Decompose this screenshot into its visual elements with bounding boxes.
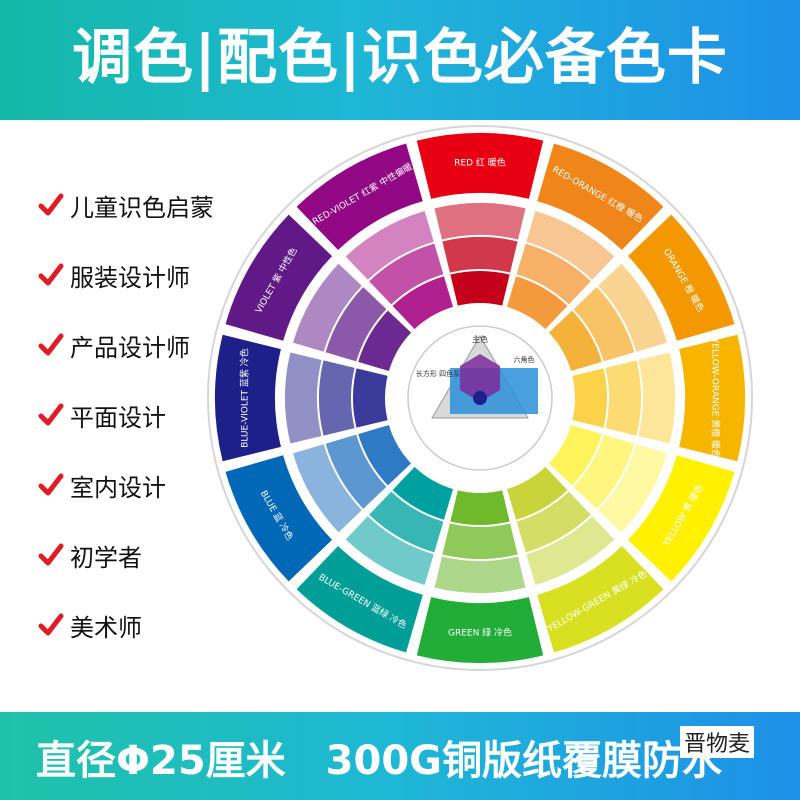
outer-segment (416, 133, 544, 199)
feature-label: 儿童识色启蒙 (70, 193, 214, 222)
inner-segment (605, 360, 641, 436)
inner-segment (526, 516, 615, 585)
inner-segment (358, 310, 412, 372)
footer-banner: 直径Φ25厘米 300G铜版纸覆膜防水 (0, 712, 800, 800)
outer-segment (225, 455, 333, 582)
inner-segment (450, 490, 510, 525)
watermark: 晋物麦 (680, 726, 755, 758)
check-icon (38, 473, 64, 496)
hexad-hexagon (460, 354, 500, 402)
center-rect-label: 长方形 四色系 (416, 369, 460, 378)
inner-segment (358, 424, 412, 486)
feature-item: 美术师 (38, 590, 268, 660)
inner-segment (285, 352, 322, 444)
feature-label: 初学者 (70, 543, 142, 572)
inner-segment (442, 523, 518, 559)
outer-segment-label: BLUE-VIOLET 蓝紫 冷色 (239, 348, 251, 448)
check-icon (38, 193, 64, 216)
center-hex-label: 六角色 (514, 355, 535, 364)
inner-segment (434, 556, 526, 593)
feature-label: 室内设计 (70, 473, 166, 502)
center-primary-label: 主色 (472, 334, 488, 344)
check-icon (38, 333, 64, 356)
inner-ring (285, 203, 675, 593)
feature-label: 美术师 (70, 613, 142, 642)
inner-segment (548, 424, 602, 486)
feature-label: 平面设计 (70, 403, 166, 432)
inner-segment (325, 434, 387, 509)
outer-segment-label: RED 红 暖色 (454, 157, 506, 169)
inner-segment (598, 263, 667, 352)
feature-item: 室内设计 (38, 450, 268, 520)
inner-segment (434, 203, 526, 240)
inner-segment (293, 263, 362, 352)
outer-segment (225, 214, 333, 341)
inner-segment (345, 516, 434, 585)
inner-segment (638, 352, 675, 444)
inner-segment (572, 368, 607, 428)
page-title: 调色|配色|识色必备色卡 (72, 23, 728, 93)
feature-label: 产品设计师 (70, 333, 190, 362)
inner-segment (369, 243, 444, 305)
footer-diameter: 直径Φ25厘米 (36, 738, 286, 784)
feature-item: 儿童识色启蒙 (38, 170, 268, 240)
inner-segment (506, 276, 568, 330)
outer-segment (537, 143, 664, 251)
outer-segment-label: GREEN 绿 冷色 (448, 627, 512, 639)
footer-spec: 300G铜版纸覆膜防水 (325, 738, 722, 784)
inner-segment (516, 491, 591, 553)
inner-segment (526, 211, 615, 280)
inner-segment (369, 491, 444, 553)
feature-item: 产品设计师 (38, 310, 268, 380)
inner-segment (353, 368, 388, 428)
outer-segment-label: YELLOW-ORANGE 黄橙 暖色 (710, 337, 722, 458)
outer-segment (296, 545, 423, 653)
inner-segment (293, 444, 362, 533)
feature-item: 服装设计师 (38, 240, 268, 310)
outer-segment (627, 455, 735, 582)
feature-list: 儿童识色启蒙 服装设计师 产品设计师 平面设计 室内设计 初学者 美术师 (38, 170, 268, 660)
inner-segment (345, 211, 434, 280)
inner-segment (516, 243, 591, 305)
outer-segment (679, 334, 745, 462)
check-icon (38, 403, 64, 426)
outer-segment (296, 143, 423, 251)
inner-segment (392, 466, 454, 520)
check-icon (38, 613, 64, 636)
center-pin (473, 391, 487, 405)
outer-segment (416, 597, 544, 663)
inner-segment (325, 287, 387, 362)
check-icon (38, 263, 64, 286)
outer-segment (215, 334, 281, 462)
outer-segment (627, 214, 735, 341)
inner-segment (319, 360, 355, 436)
inner-segment (573, 287, 635, 362)
check-icon (38, 543, 64, 566)
footer-text: 直径Φ25厘米 300G铜版纸覆膜防水 (36, 728, 722, 786)
inner-segment (598, 444, 667, 533)
inner-segment (548, 310, 602, 372)
inner-segment (573, 434, 635, 509)
inner-segment (506, 466, 568, 520)
inner-segment (442, 237, 518, 273)
outer-segment (537, 545, 664, 653)
feature-item: 初学者 (38, 520, 268, 590)
feature-item: 平面设计 (38, 380, 268, 450)
header-banner: 调色|配色|识色必备色卡 (0, 0, 800, 120)
feature-label: 服装设计师 (70, 263, 190, 292)
inner-segment (450, 271, 510, 306)
inner-segment (392, 276, 454, 330)
